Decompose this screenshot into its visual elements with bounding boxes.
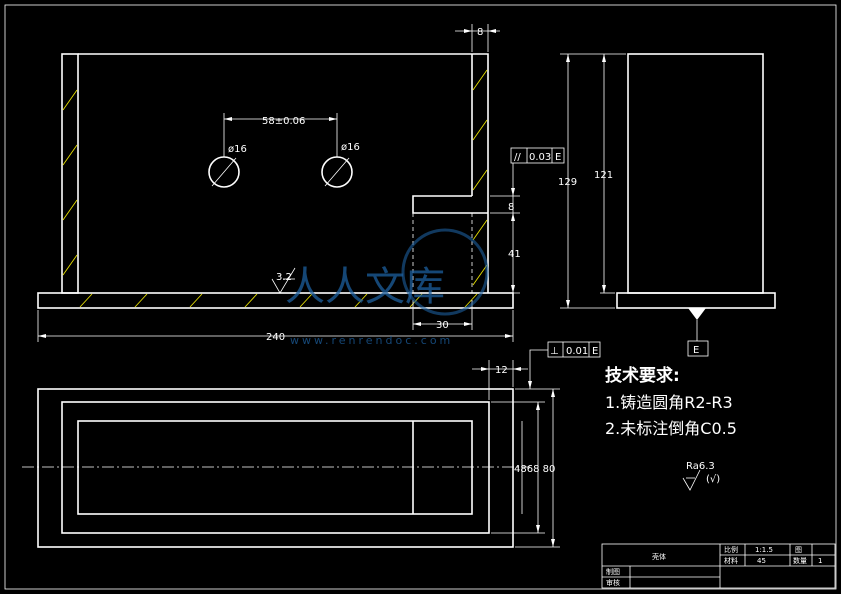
material-value: 45 [757,557,766,565]
scale-value: 1:1.5 [755,546,773,554]
plan-body [61,401,490,534]
step-block [412,195,488,214]
side-inner-dim: 121 [594,170,613,181]
left-wall [61,53,79,294]
top-wall-dim: 8 [477,27,483,38]
perp-datum: E [592,346,598,357]
watermark-circle [401,228,489,316]
technical-notes: 技术要求: 1.铸造圆角R2-R3 2.未标注倒角C0.5 [605,365,737,438]
watermark-url: www.renrendoc.com [290,334,453,347]
scale-label: 比例 [724,545,738,554]
material-label: 材料 [724,556,738,565]
side-body [627,53,764,294]
parallel-frame [510,147,565,164]
notes-title: 技术要求: [605,365,680,386]
datum-triangle [688,308,706,320]
plan-width-dims: 4868 80 [514,464,555,475]
plan-outer [37,388,514,548]
perp-frame [547,341,601,358]
title-block: 壳体 比例 1:1.5 图 材料 45 数量 1 制图 审核 [601,543,836,589]
roughness-general-rest: (√) [706,474,720,485]
qty-label: 数量 [793,556,807,565]
drawing-label: 图 [795,546,802,554]
qty-value: 1 [818,557,822,565]
plan-wall-dim: 12 [495,365,508,376]
side-view: 129 121 E [558,53,776,357]
parallel-datum: E [555,152,561,163]
perp-tol: 0.01 [566,346,588,357]
hatch-right-wall [472,69,488,286]
roughness-mark [271,267,296,294]
hatch-left-wall [62,89,78,276]
watermark: 人人文库 www.renrendoc.com [285,228,489,347]
front-section-view: 58±0.06 ø16 ø16 8 3.2 // 0.03 E 8 41 [37,24,565,343]
notes-line-1: 1.铸造圆角R2-R3 [605,393,733,412]
step-height-dim: 8 [508,202,514,213]
base-plate [37,292,514,309]
step-width-dim: 30 [436,320,449,331]
drawn-label: 制图 [606,567,620,576]
hole-left-dim: ø16 [228,144,247,155]
plan-view: ⊥ 0.01 E 12 4868 80 [22,341,601,548]
hole-spacing-dim: 58±0.06 [262,116,305,127]
parallel-tol: 0.03 [529,152,551,163]
notes-line-2: 2.未标注倒角C0.5 [605,419,737,438]
roughness-value: 3.2 [276,272,292,283]
datum-box [687,340,709,357]
step-depth-dim: 41 [508,249,521,260]
roughness-general-value: Ra6.3 [686,461,715,472]
sheet-border [4,4,837,590]
plan-cavity [77,420,473,515]
general-roughness: Ra6.3 (√) [682,461,720,491]
part-name: 壳体 [652,552,666,561]
overall-length-dim: 240 [266,332,285,343]
checked-label: 审核 [606,578,620,587]
perp-symbol: ⊥ [550,346,559,357]
datum-label: E [693,345,699,356]
side-total-dim: 129 [558,177,577,188]
watermark-text: 人人文库 [285,264,445,310]
side-base [616,292,776,309]
hole-right-dim: ø16 [341,142,360,153]
parallel-symbol: // [514,152,521,163]
